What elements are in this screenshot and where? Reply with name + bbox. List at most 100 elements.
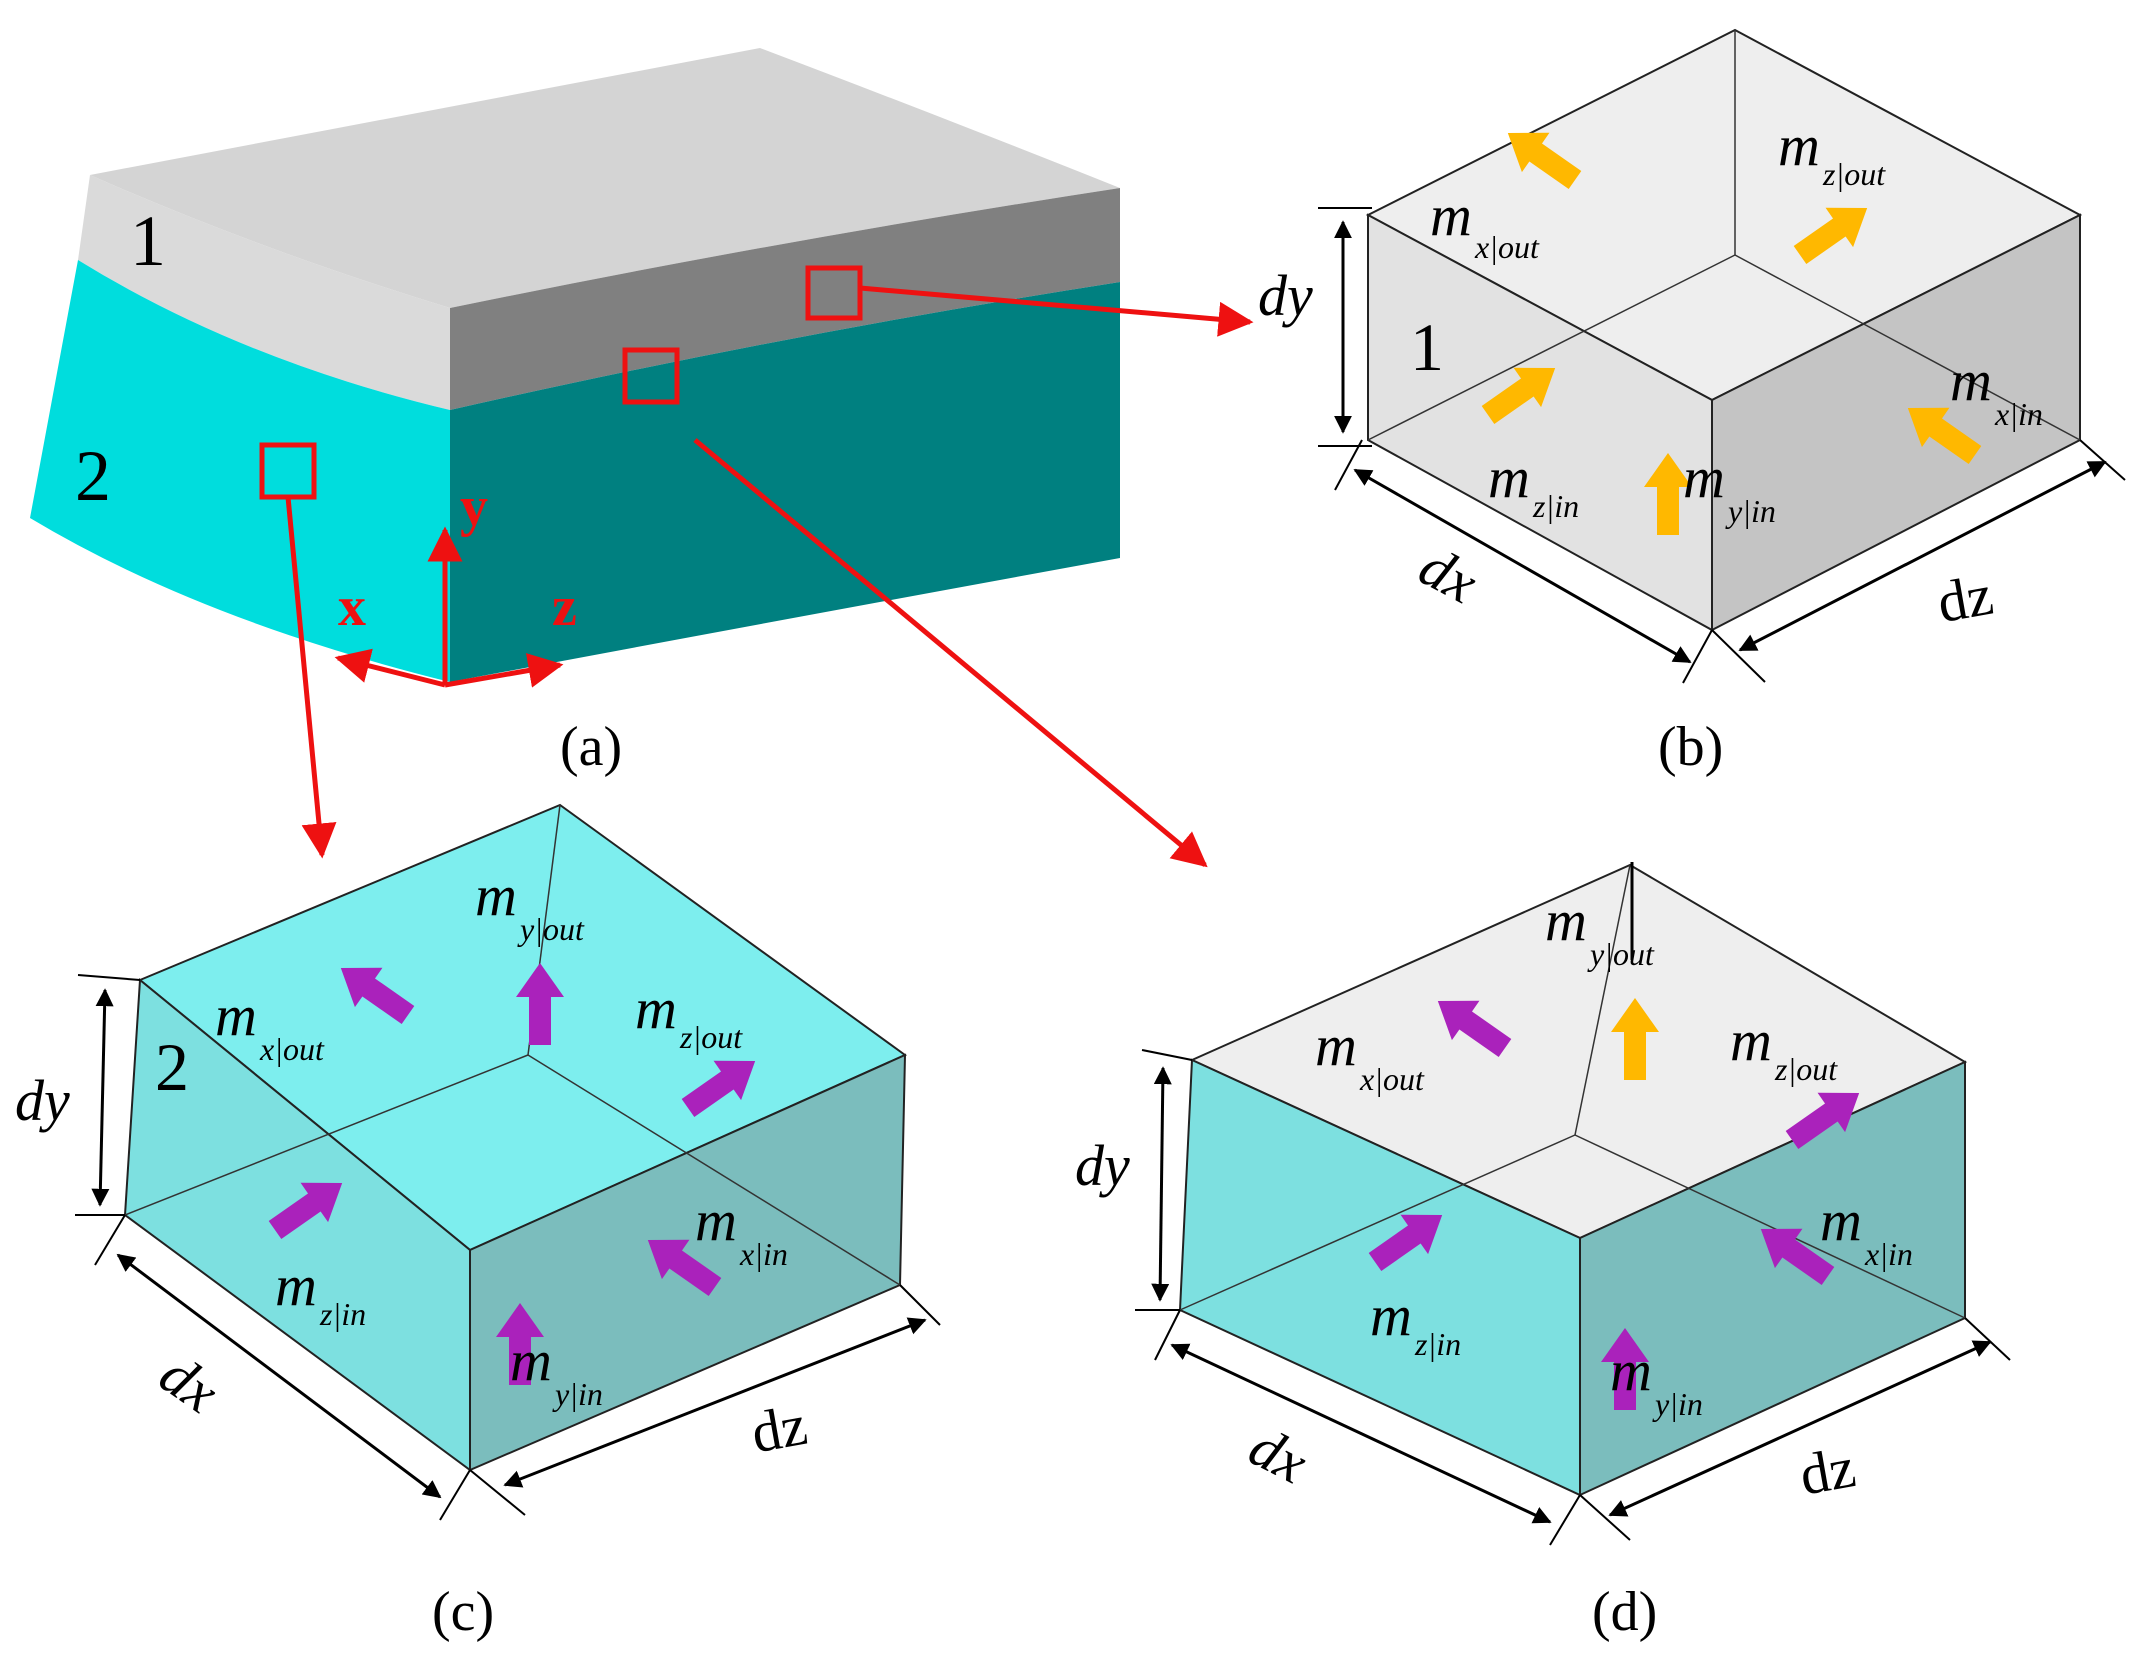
dim-b-dx: dx <box>1409 533 1488 616</box>
flux-label-c-mz-out-sub: z|out <box>679 1019 743 1055</box>
dim-d-dz-tick-r <box>1964 1317 2011 1361</box>
flux-label-d-mz-in-sub: z|in <box>1414 1326 1461 1362</box>
svg-text:m: m <box>1683 445 1725 510</box>
dim-b-dx-tick-l <box>1334 439 1363 491</box>
svg-text:m: m <box>1430 183 1472 248</box>
cube-c-hidden-r <box>527 1054 901 1286</box>
axis-x-label: x <box>338 576 366 638</box>
caption-a: (a) <box>560 716 622 778</box>
svg-text:m: m <box>475 863 517 928</box>
dim-c-dx-tick-l <box>94 1214 126 1266</box>
dim-c-dx-arrow <box>116 1253 442 1499</box>
dim-d-dz-arrow <box>1608 1340 1992 1517</box>
svg-text:m: m <box>1610 1338 1652 1403</box>
dim-b-dx-tick-r <box>1682 629 1713 684</box>
flux-label-b-my-in-sub: y|in <box>1725 493 1776 529</box>
panel-d: m y|out m x|out m z|out m z|in m x|in m … <box>1075 862 2011 1643</box>
flux-arrow-d-my-out <box>1611 998 1659 1080</box>
flux-label-d-mx-in: m x|in <box>1820 1188 1913 1272</box>
dim-d-dx-tick-r <box>1549 1494 1581 1546</box>
panel-c: m y|out m x|out m z|out m z|in m x|in m … <box>15 803 941 1643</box>
dim-b-dz-tick-l <box>1711 629 1766 683</box>
axis-y-label: y <box>460 476 488 538</box>
flux-arrow-b-mx-in <box>1907 407 1982 465</box>
dim-c-dz-tick-l <box>469 1469 526 1516</box>
flux-arrow-c-mx-out <box>340 967 415 1025</box>
svg-text:m: m <box>695 1188 737 1253</box>
layer1-left-face <box>78 175 450 410</box>
flux-label-d-my-out-sub: y|out <box>1587 936 1655 972</box>
sample-box-layer1 <box>805 265 863 321</box>
flux-arrow-d-mx-in <box>1760 1228 1835 1286</box>
flux-label-c-my-out-sub: y|out <box>517 911 585 947</box>
flux-label-d-mz-out: m z|out <box>1730 1008 1838 1087</box>
layer-label-b: 1 <box>1410 309 1444 385</box>
flux-label-b-mz-in-sub: z|in <box>1532 488 1579 524</box>
caption-b: (b) <box>1658 716 1723 778</box>
flux-label-c-mx-in-sub: x|in <box>739 1236 788 1272</box>
panel-b: m x|out m z|out m z|in m y|in m x|in 1 d… <box>1258 28 2126 778</box>
axis-z-label: z <box>552 576 577 638</box>
dim-b-dz-tick-r <box>2079 439 2126 481</box>
panel-a: 1 2 y x z (a) <box>30 48 1254 868</box>
dim-c-dz-tick-r <box>899 1284 941 1326</box>
layer1-top-face <box>90 48 1120 308</box>
flux-arrow-c-mx-in <box>647 1239 722 1297</box>
dim-d-dy: dy <box>1075 1133 1130 1198</box>
svg-text:m: m <box>1488 445 1530 510</box>
flux-label-d-mz-out-sub: z|out <box>1774 1051 1838 1087</box>
dim-c-dy: dy <box>15 1068 70 1133</box>
dim-c-dx-tick-r <box>439 1469 471 1521</box>
dim-c-dz-arrow <box>503 1317 927 1488</box>
caption-c: (c) <box>432 1581 494 1643</box>
layer1-label: 1 <box>130 201 166 281</box>
svg-text:m: m <box>1820 1188 1862 1253</box>
svg-text:m: m <box>215 983 257 1048</box>
axis-z-arrow <box>444 653 564 688</box>
callout-arrow-to-d <box>693 438 1208 868</box>
flux-arrow-b-mx-out <box>1507 132 1582 190</box>
dim-b-dz-arrow <box>1738 460 2107 652</box>
dim-b-dy: dy <box>1258 263 1313 328</box>
svg-text:m: m <box>1778 113 1820 178</box>
flux-arrow-d-mz-in <box>1368 1214 1443 1272</box>
caption-d: (d) <box>1592 1581 1657 1643</box>
dim-d-dx-arrow <box>1170 1343 1552 1524</box>
dim-c-dy-arrow <box>91 988 114 1207</box>
flux-label-c-mz-out: m z|out <box>635 976 743 1055</box>
flux-arrow-b-mz-in <box>1481 367 1556 425</box>
dim-c-dx: dx <box>148 1341 230 1426</box>
callout-arrow-to-b <box>859 285 1254 337</box>
layer2-left-face <box>30 260 450 682</box>
flux-label-b-mx-out: m x|out <box>1430 183 1540 265</box>
dim-b-dx-arrow <box>1353 468 1692 664</box>
flux-label-b-mx-in-sub: x|in <box>1994 396 2043 432</box>
cube-d-hidden-l <box>1179 1134 1576 1311</box>
svg-text:m: m <box>1545 888 1587 953</box>
cube-d-hidden-v <box>1574 864 1631 1136</box>
layer-label-c: 2 <box>155 1029 189 1105</box>
svg-text:m: m <box>510 1328 552 1393</box>
dim-c-dz: dz <box>747 1392 812 1466</box>
dim-d-dz-tick-l <box>1579 1494 1631 1541</box>
sample-box-interface <box>622 347 680 405</box>
flux-arrow-d-mx-out <box>1437 1000 1512 1058</box>
layer2-right-face <box>450 282 1120 682</box>
axis-x-arrow <box>334 648 446 688</box>
flux-label-b-mx-out-sub: x|out <box>1474 229 1540 265</box>
flux-label-c-mx-out-sub: x|out <box>259 1031 325 1067</box>
dim-d-dy-tick-top <box>1141 1049 1193 1061</box>
callout-arrow-to-c <box>285 496 337 859</box>
flux-label-c-my-out: m y|out <box>475 863 585 947</box>
flux-label-c-mx-in: m x|in <box>695 1188 788 1272</box>
flux-arrow-c-mz-in <box>268 1182 343 1240</box>
flux-label-d-my-out: m y|out <box>1545 888 1655 972</box>
svg-text:m: m <box>1315 1013 1357 1078</box>
flux-arrow-b-mz-out <box>1793 207 1868 265</box>
flux-label-c-mx-out: m x|out <box>215 983 325 1067</box>
dim-d-dx: dx <box>1239 1413 1318 1496</box>
cube-b-hidden-r <box>1734 254 2081 441</box>
layer1-right-face <box>450 188 1120 410</box>
